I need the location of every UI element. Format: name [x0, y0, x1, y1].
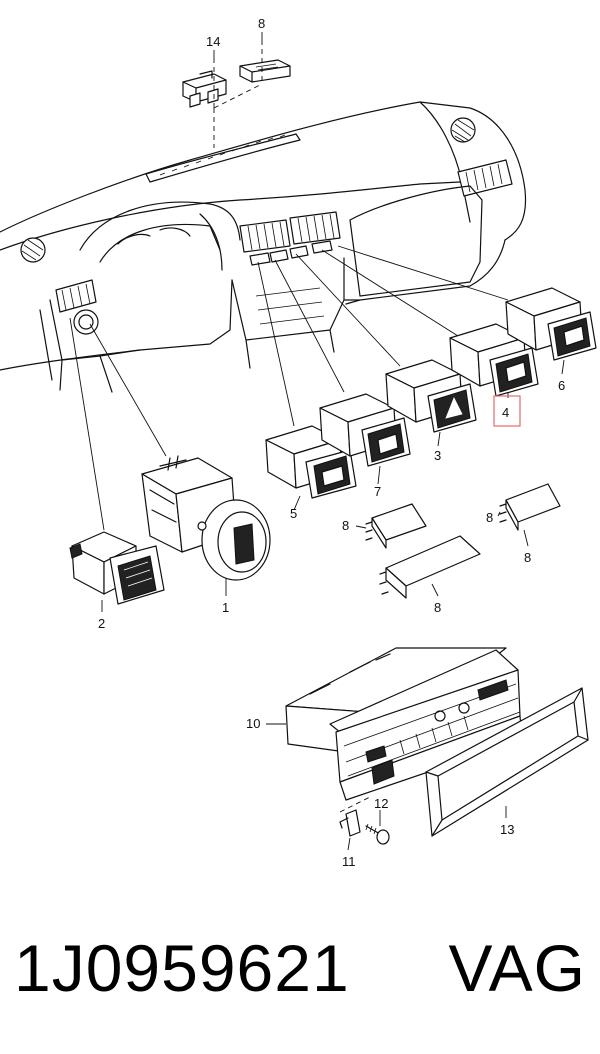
callout-5: 5: [290, 506, 297, 521]
callout-8-b: 8: [524, 550, 531, 565]
dashboard: [0, 101, 527, 393]
callout-8-c: 8: [434, 600, 441, 615]
part-8-top-clip: [239, 59, 291, 83]
part-13-frame: [425, 687, 589, 837]
part-12-screw: [365, 823, 390, 845]
part-number: 1J0959621: [14, 931, 350, 1005]
exploded-parts-diagram: 14 8 1 2 5 7 3 4 6 8 8 8 8 10 11 12 13: [0, 16, 597, 869]
callout-8-top: 8: [258, 16, 265, 31]
part-2-switch: [69, 531, 165, 605]
brand-name: VAG: [448, 931, 586, 1005]
part-6-switch: [505, 287, 597, 361]
part-14-clip: [182, 70, 227, 108]
callout-11: 11: [342, 854, 356, 869]
callout-1: 1: [222, 600, 229, 615]
callout-13: 13: [500, 822, 514, 837]
part-4-switch: [449, 323, 539, 397]
part-1-headlight-switch: [141, 455, 271, 581]
callout-4: 4: [502, 405, 509, 420]
callout-12: 12: [374, 796, 388, 811]
callout-8-d: 8: [486, 510, 493, 525]
part-8-cap-b: [499, 483, 561, 531]
callout-8-a: 8: [342, 518, 349, 533]
part-7-switch: [319, 393, 411, 467]
callout-14: 14: [206, 34, 220, 49]
callout-6: 6: [558, 378, 565, 393]
callout-3: 3: [434, 448, 441, 463]
callout-10: 10: [246, 716, 260, 731]
part-10-climate-control: [285, 647, 523, 801]
caption: 1J0959621 VAG: [0, 918, 600, 1018]
callout-2: 2: [98, 616, 105, 631]
highlight-box-part-4: [493, 395, 521, 427]
part-11-clip-nut: [339, 809, 361, 837]
callout-7: 7: [374, 484, 381, 499]
part-8-cap-c: [379, 535, 481, 599]
part-8-cap-a: [365, 503, 427, 549]
